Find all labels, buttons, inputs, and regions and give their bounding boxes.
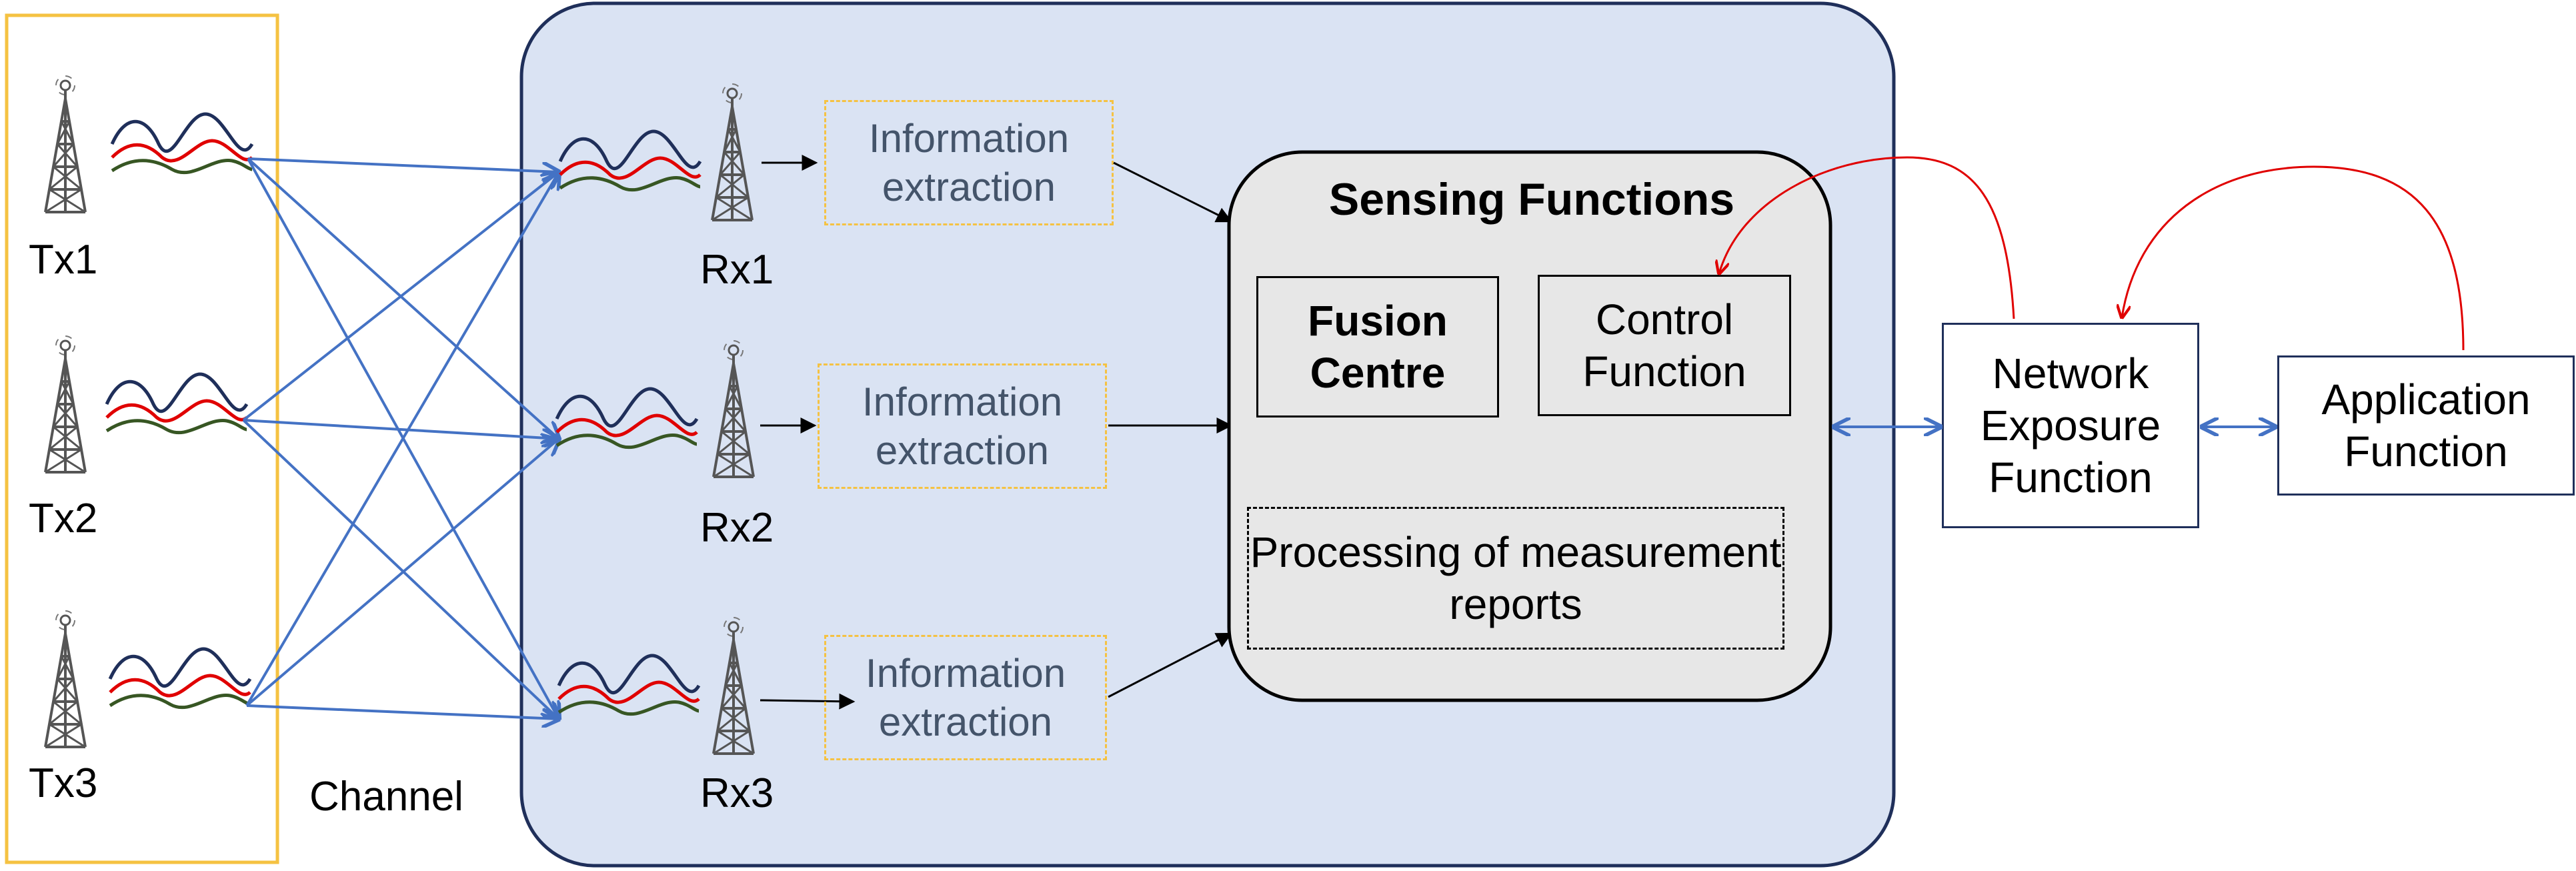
rx2-label: Rx2 xyxy=(700,505,774,551)
control-function-box: Control Function xyxy=(1538,275,1791,416)
link-tx3-rx1 xyxy=(245,172,559,707)
application-function-box: Application Function xyxy=(2277,355,2575,496)
link-tx2-rx1 xyxy=(242,172,559,421)
channel-links xyxy=(242,157,559,719)
tx1-signal-wave-icon xyxy=(112,114,252,173)
rx1-label: Rx1 xyxy=(700,247,774,293)
link-tx3-rx3 xyxy=(246,704,559,719)
sensing-functions-title: Sensing Functions xyxy=(1329,174,1734,225)
info-extraction-box-3: Information extraction xyxy=(824,635,1107,760)
processing-box: Processing of measurement reports xyxy=(1247,507,1784,650)
tx2-antenna-icon xyxy=(44,335,87,474)
link-tx1-rx2 xyxy=(247,157,559,439)
link-tx3-rx2 xyxy=(245,439,559,707)
network-exposure-function-box: Network Exposure Function xyxy=(1942,323,2199,528)
tx1-antenna-icon xyxy=(44,75,87,213)
link-tx2-rx2 xyxy=(243,419,559,439)
tx2-label: Tx2 xyxy=(29,496,97,542)
tx3-signal-wave-icon xyxy=(110,649,250,708)
tx2-signal-wave-icon xyxy=(107,374,247,433)
link-tx1-rx1 xyxy=(247,157,559,172)
tx3-label: Tx3 xyxy=(29,760,97,806)
nef-to-control-loop-arrow xyxy=(1719,156,2015,319)
link-tx2-rx3 xyxy=(242,419,559,719)
rx3-label: Rx3 xyxy=(700,770,774,816)
af-to-nef-loop-arrow xyxy=(2122,165,2465,351)
rx3-to-info-arrow xyxy=(760,693,856,710)
info-extraction-box-1: Information extraction xyxy=(824,100,1114,225)
channel-label: Channel xyxy=(309,774,463,820)
fusion-centre-box: Fusion Centre xyxy=(1256,276,1499,417)
tx1-label: Tx1 xyxy=(29,237,97,283)
info-extraction-box-2: Information extraction xyxy=(818,363,1107,489)
transmitter-group-box xyxy=(5,13,279,864)
info1-to-sensing-arrow xyxy=(1113,161,1233,223)
tx3-antenna-icon xyxy=(44,610,87,748)
sensing-functions-box xyxy=(1227,150,1832,702)
info3-to-sensing-arrow xyxy=(1108,632,1233,698)
